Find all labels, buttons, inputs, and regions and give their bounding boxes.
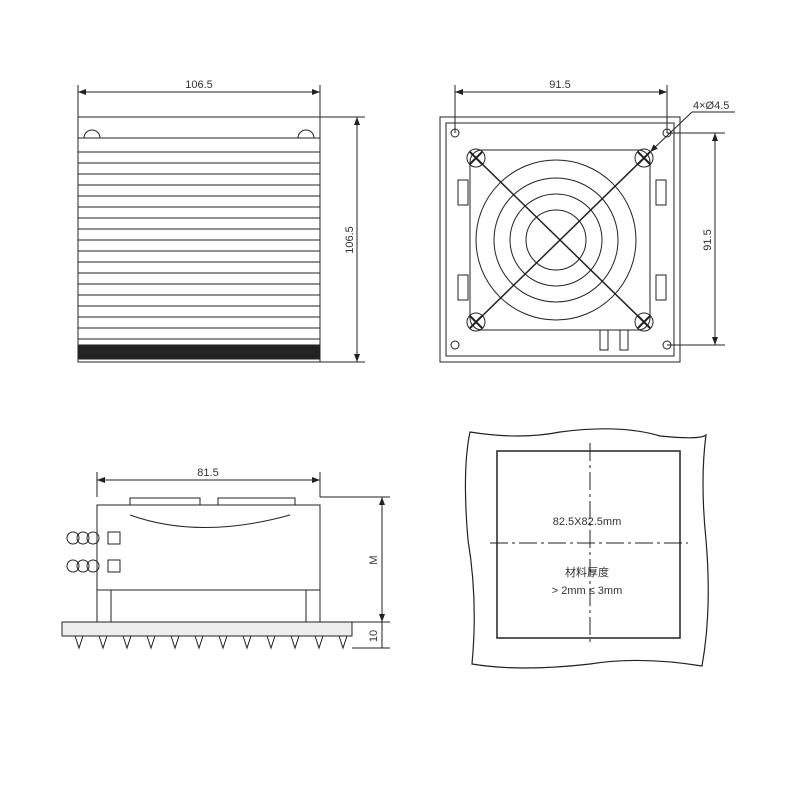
cable-gland [66, 531, 121, 573]
hole-note: 4×Ø4.5 [693, 100, 729, 112]
screw-icon [466, 312, 486, 332]
heatsink-fin [338, 635, 348, 650]
heatsink-fin [98, 635, 108, 650]
heatsink-fin [74, 635, 84, 650]
side-base-dim: 10 [368, 630, 380, 642]
cutout-size: 82.5X82.5mm [553, 516, 621, 528]
material-label: 材料厚度 [565, 565, 609, 579]
heatsink-fin [218, 635, 228, 650]
heatsink-fin [266, 635, 276, 650]
cutout-view [464, 428, 709, 669]
heatsink-fin [170, 635, 180, 650]
heatsink-fin [146, 635, 156, 650]
side-width-dim: 81.5 [197, 467, 218, 479]
heatsink-fin [194, 635, 204, 650]
side-view [61, 472, 390, 650]
screw-icon [634, 312, 654, 332]
back-view [439, 85, 735, 363]
screw-icon [634, 148, 654, 168]
front-width-dim: 106.5 [185, 79, 213, 91]
back-height-dim: 91.5 [702, 229, 714, 250]
front-height-dim: 106.5 [344, 226, 356, 254]
heatsink-fin [122, 635, 132, 650]
heatsink-fin [290, 635, 300, 650]
thickness-range: > 2mm ≤ 3mm [552, 585, 623, 597]
side-depth-dim: M [368, 555, 380, 564]
heatsink-fin [314, 635, 324, 650]
screw-icon [466, 148, 486, 168]
back-width-dim: 91.5 [549, 79, 570, 91]
front-view [77, 85, 365, 363]
heatsink-fin [242, 635, 252, 650]
